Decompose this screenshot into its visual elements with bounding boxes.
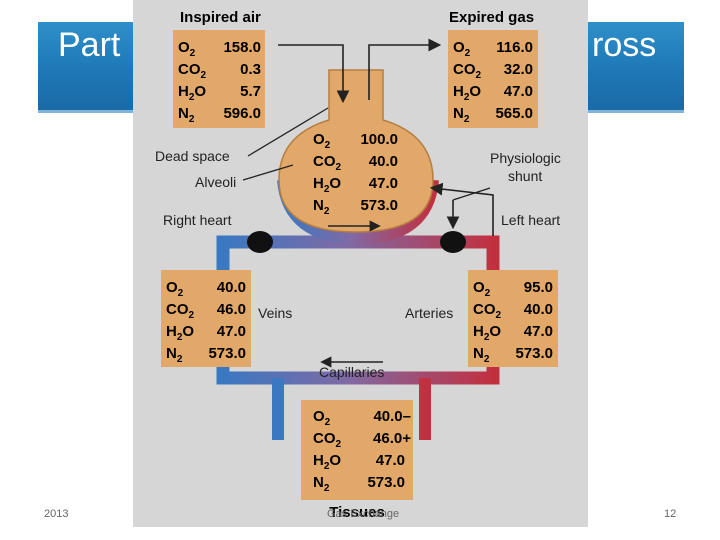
svg-text:CO2: CO2 bbox=[313, 430, 342, 450]
expired-o2: 116.0 bbox=[496, 39, 533, 56]
svg-text:CO2: CO2 bbox=[473, 301, 502, 321]
arteries-o2: 95.0 bbox=[524, 279, 553, 296]
tissues-n2: 573.0 bbox=[367, 474, 405, 491]
svg-text:N2: N2 bbox=[313, 197, 330, 217]
arteries-h2o: 47.0 bbox=[524, 323, 553, 340]
svg-text:O2: O2 bbox=[178, 39, 196, 59]
svg-text:N2: N2 bbox=[166, 345, 183, 365]
svg-text:CO2: CO2 bbox=[178, 61, 207, 81]
svg-text:N2: N2 bbox=[178, 105, 195, 125]
footer-title: Gas Exchange bbox=[327, 508, 400, 520]
svg-text:O2: O2 bbox=[453, 39, 471, 59]
svg-text:CO2: CO2 bbox=[453, 61, 482, 81]
svg-text:H2O: H2O bbox=[313, 452, 341, 472]
arteries-n2: 573.0 bbox=[515, 345, 553, 362]
svg-text:CO2: CO2 bbox=[313, 153, 342, 173]
veins-co2: 46.0 bbox=[217, 301, 246, 318]
svg-text:O2: O2 bbox=[166, 279, 184, 299]
tissues-box bbox=[301, 400, 413, 500]
svg-text:O2: O2 bbox=[473, 279, 491, 299]
inspired-box bbox=[173, 30, 265, 128]
arteries-label: Arteries bbox=[405, 305, 453, 321]
tissues-o2: 40.0– bbox=[373, 408, 411, 425]
alveoli-n2: 573.0 bbox=[360, 197, 398, 214]
arteries-box bbox=[468, 270, 558, 367]
inspired-co2: 0.3 bbox=[240, 61, 261, 78]
left-heart-node bbox=[440, 231, 466, 253]
shunt-label: shunt bbox=[508, 168, 542, 184]
expired-box bbox=[448, 30, 538, 128]
footer-page-number: 12 bbox=[664, 508, 677, 520]
expired-h2o: 47.0 bbox=[504, 83, 533, 100]
expired-n2: 565.0 bbox=[495, 105, 533, 122]
svg-text:N2: N2 bbox=[473, 345, 490, 365]
expired-co2: 32.0 bbox=[504, 61, 533, 78]
alveoli-label: Alveoli bbox=[195, 174, 236, 190]
arteries-co2: 40.0 bbox=[524, 301, 553, 318]
alveoli-o2: 100.0 bbox=[360, 131, 398, 148]
right-heart-node bbox=[247, 231, 273, 253]
left-heart-label: Left heart bbox=[501, 212, 560, 228]
inspired-n2: 596.0 bbox=[223, 105, 261, 122]
tissues-label: Tissues bbox=[329, 504, 385, 521]
veins-o2: 40.0 bbox=[217, 279, 246, 296]
alveoli-h2o: 47.0 bbox=[369, 175, 398, 192]
veins-box bbox=[161, 270, 251, 367]
svg-text:H2O: H2O bbox=[313, 175, 341, 195]
slide-title-left: Part bbox=[58, 26, 121, 64]
footer-year: 2013 bbox=[44, 508, 69, 520]
inspired-h2o: 5.7 bbox=[240, 83, 261, 100]
svg-text:N2: N2 bbox=[313, 474, 330, 494]
tissue-stubs bbox=[272, 378, 431, 440]
inspired-o2: 158.0 bbox=[223, 39, 261, 56]
capillaries-label: Capillaries bbox=[319, 364, 384, 380]
svg-text:O2: O2 bbox=[313, 408, 331, 428]
svg-text:H2O: H2O bbox=[178, 83, 206, 103]
svg-text:H2O: H2O bbox=[473, 323, 501, 343]
svg-text:CO2: CO2 bbox=[166, 301, 195, 321]
slide-title-right: ross bbox=[592, 26, 657, 64]
alveolus bbox=[278, 69, 434, 233]
svg-text:N2: N2 bbox=[453, 105, 470, 125]
tissues-h2o: 47.0 bbox=[376, 452, 405, 469]
veins-label: Veins bbox=[258, 305, 292, 321]
expired-label: Expired gas bbox=[449, 9, 534, 26]
svg-text:O2: O2 bbox=[313, 131, 331, 151]
right-heart-label: Right heart bbox=[163, 212, 232, 228]
svg-text:H2O: H2O bbox=[166, 323, 194, 343]
inspired-label: Inspired air bbox=[180, 9, 261, 26]
physiologic-label: Physiologic bbox=[490, 150, 561, 166]
svg-text:H2O: H2O bbox=[453, 83, 481, 103]
gas-exchange-figure: Inspired air O2 CO2 H2O N2 158.0 0.3 5.7… bbox=[133, 0, 588, 527]
veins-n2: 573.0 bbox=[208, 345, 246, 362]
veins-h2o: 47.0 bbox=[217, 323, 246, 340]
figure-svg: Inspired air O2 CO2 H2O N2 158.0 0.3 5.7… bbox=[155, 9, 561, 521]
tissues-co2: 46.0+ bbox=[373, 430, 411, 447]
alveoli-co2: 40.0 bbox=[369, 153, 398, 170]
dead-space-label: Dead space bbox=[155, 148, 230, 164]
